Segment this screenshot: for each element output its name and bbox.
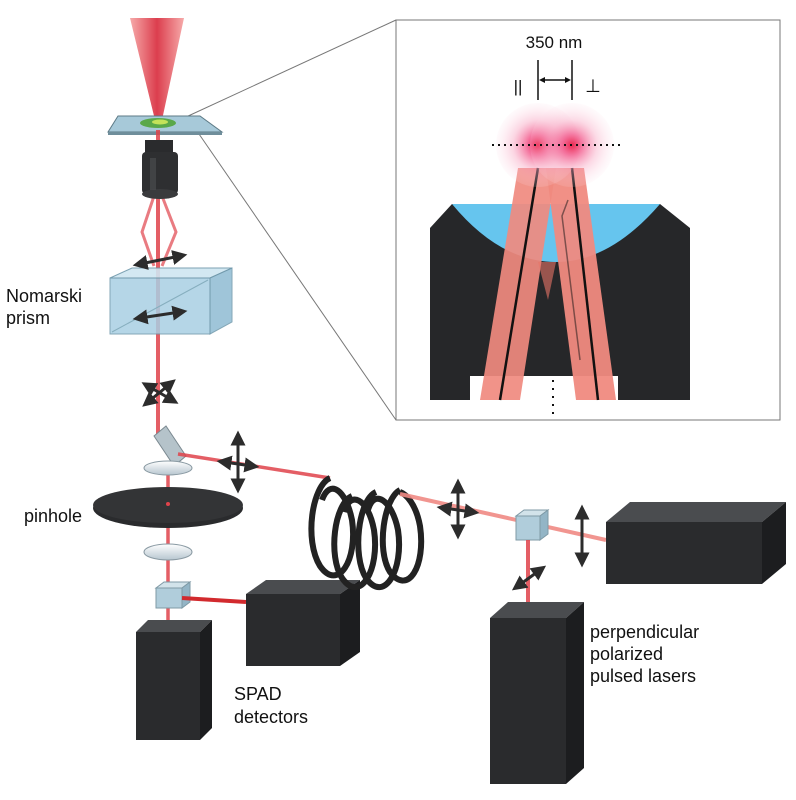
spad-detector-1 xyxy=(136,620,212,740)
label-nomarski-prism-2: prism xyxy=(6,308,50,328)
beam-center-line-right xyxy=(570,167,600,401)
laser-2 xyxy=(606,502,786,584)
sample-slide-edge xyxy=(108,132,222,135)
laser-combiner-cube xyxy=(514,509,550,541)
polarization-arrow-prism-top xyxy=(132,250,188,270)
beam-center-line-left xyxy=(498,167,540,401)
beam-split-top xyxy=(140,195,156,267)
beam-overlap xyxy=(538,262,556,300)
polarization-arrow-laser-1 xyxy=(511,565,547,591)
distance-label: 350 nm xyxy=(526,33,583,52)
beam-to-fiber xyxy=(177,452,331,480)
polarization-arrow-horizontal-2 xyxy=(436,501,480,519)
polarization-arrow-horizontal-1 xyxy=(216,455,260,473)
label-pinhole: pinhole xyxy=(24,506,82,526)
label-spad-1: SPAD xyxy=(234,684,282,704)
zoom-line-top xyxy=(185,19,397,118)
nomarski-prism xyxy=(109,267,233,335)
beam-to-detector-2 xyxy=(181,596,247,604)
label-nomarski-prism-1: Nomarski xyxy=(6,286,82,306)
beam-split-top-r xyxy=(160,195,178,267)
pinhole-disk xyxy=(93,487,243,528)
sample-specimen-highlight xyxy=(152,119,168,125)
dichroic-mirror xyxy=(153,425,187,467)
beam-edge-detail xyxy=(561,199,581,361)
inset-zoom-panel: 350 nm || ⊥ xyxy=(185,19,781,421)
excitation-cone xyxy=(130,18,184,120)
label-spad-2: detectors xyxy=(234,707,308,727)
sample-area xyxy=(107,18,224,135)
spad-detector-2 xyxy=(246,580,360,666)
parallel-symbol: || xyxy=(514,77,523,96)
optical-fiber-coil xyxy=(308,475,425,590)
label-lasers-1: perpendicular xyxy=(590,622,699,642)
tube-lens-upper xyxy=(143,460,193,476)
laser-1 xyxy=(490,602,584,784)
beam-fiber-to-laser xyxy=(399,492,607,542)
detector-beamsplitter xyxy=(154,581,192,609)
zoom-line-bottom xyxy=(198,133,397,421)
polarization-arrow-b xyxy=(141,382,179,404)
relay-lens-lower xyxy=(143,543,193,561)
perpendicular-symbol: ⊥ xyxy=(585,76,601,96)
polarization-arrow-prism-mid xyxy=(132,305,188,325)
label-lasers-2: polarized xyxy=(590,644,663,664)
objective-lens xyxy=(142,140,178,199)
label-lasers-3: pulsed lasers xyxy=(590,666,696,686)
